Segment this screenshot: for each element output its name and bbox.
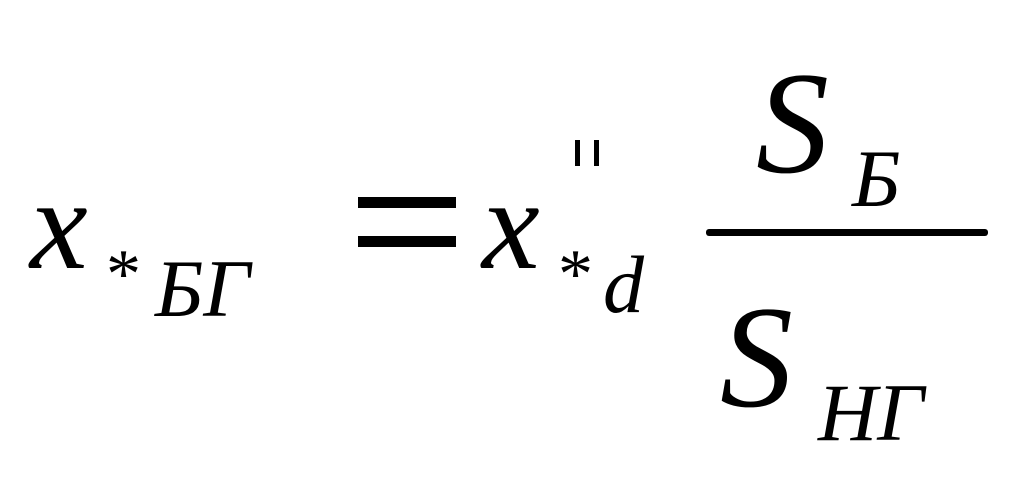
prime-mark-1: [575, 140, 580, 166]
numerator-subscript: Б: [852, 133, 901, 224]
rhs-variable: x: [482, 153, 540, 297]
lhs-variable: x: [30, 153, 88, 297]
rhs-star: *: [558, 236, 593, 313]
numerator-variable: S: [756, 42, 829, 204]
prime-mark-2: [594, 140, 599, 166]
denominator-variable: S: [720, 276, 793, 438]
lhs-subscript: БГ: [155, 243, 251, 334]
denominator-subscript: НГ: [818, 367, 924, 458]
fraction-bar: [706, 229, 988, 236]
equals-bar-top: [358, 197, 456, 208]
rhs-subscript: d: [603, 239, 644, 330]
equals-bar-bottom: [358, 236, 456, 247]
lhs-star: *: [106, 236, 141, 313]
